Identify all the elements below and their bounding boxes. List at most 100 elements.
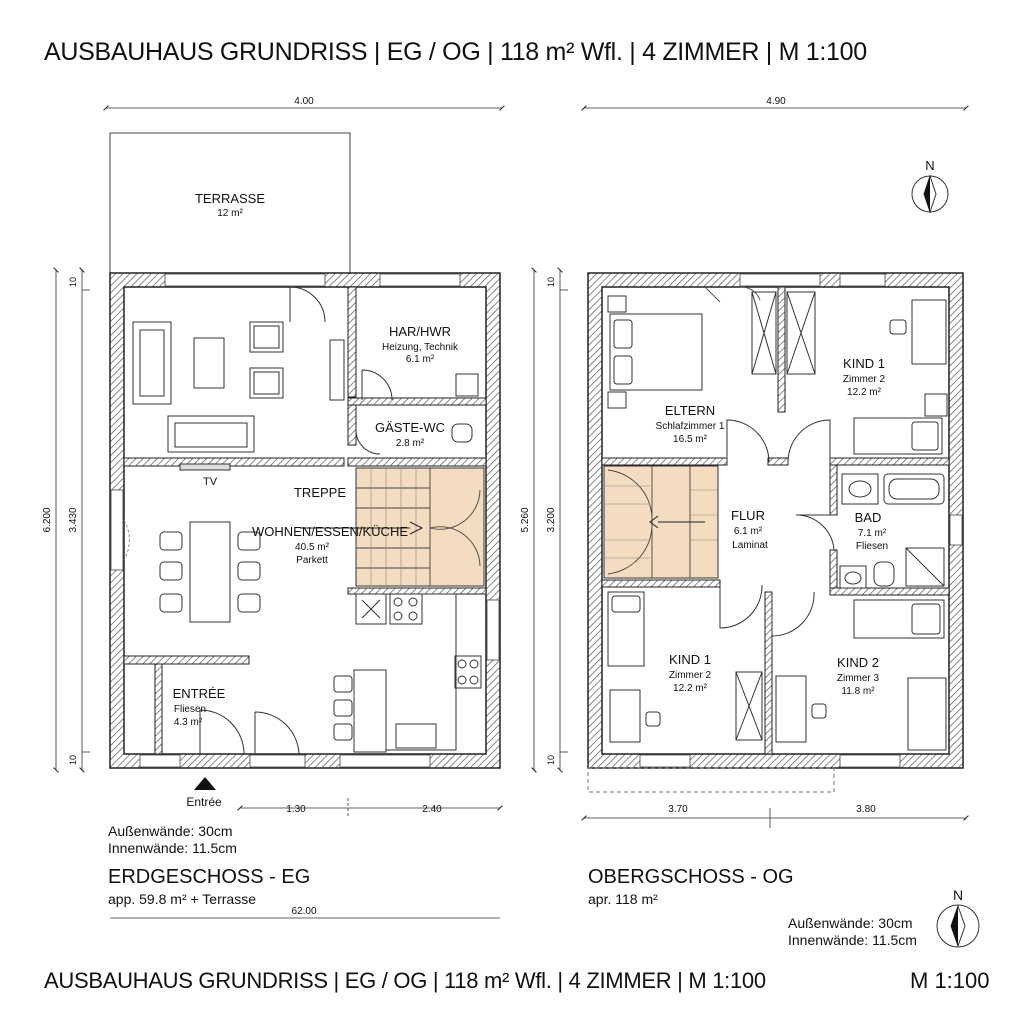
og-notes: Außenwände: 30cm Innenwände: 11.5cm: [788, 915, 917, 949]
footer-scale: M 1:100: [910, 968, 990, 993]
kitchen-counter: [355, 593, 457, 751]
armchair-icon: [249, 367, 284, 399]
door-icon: [787, 419, 831, 463]
dim-left-bottom-small: 10: [68, 755, 78, 765]
window-icon: [139, 754, 181, 768]
window-icon: [639, 754, 691, 768]
door-icon: [254, 711, 300, 755]
eg-floor-sub: app. 59.8 m² + Terrasse: [108, 891, 256, 907]
har-desc: Heizung, Technik: [382, 342, 459, 353]
og-dim-left-bottom-small: 10: [546, 755, 556, 765]
door-icon: [289, 286, 326, 323]
kind1-top-area: 12.2 m²: [847, 387, 882, 398]
kind2-label: KIND 2: [837, 655, 879, 670]
coffee-table-icon: [193, 337, 225, 389]
har-label: HAR/HWR: [389, 324, 451, 339]
tv-label: TV: [203, 476, 218, 488]
og-dim-bottom-b: 3.80: [856, 804, 876, 815]
eg-dimensions: [53, 105, 505, 919]
entree-label: ENTRÉE: [173, 686, 226, 701]
inner-wall: [347, 457, 487, 467]
window-icon: [339, 754, 431, 768]
entree-floor: Fliesen: [174, 704, 206, 715]
eg-note-outer: Außenwände: 30cm: [108, 823, 233, 839]
north-label: N: [925, 158, 934, 173]
inner-wall: [601, 579, 721, 588]
door-icon: [361, 369, 393, 401]
og-dim-left-top-small: 10: [546, 277, 556, 287]
wohnen-floor: Parkett: [296, 555, 328, 566]
technik-unit: [455, 373, 479, 397]
kind1-area: 12.2 m²: [673, 683, 708, 694]
og-note-inner: Innenwände: 11.5cm: [788, 932, 917, 948]
terrasse-area: 12 m²: [217, 208, 243, 219]
entry-label: Entrée: [186, 795, 222, 809]
north-label-2: N: [953, 887, 963, 903]
sofa-icon: [167, 415, 255, 453]
eg-notes: Außenwände: 30cm Innenwände: 11.5cm: [108, 823, 237, 857]
window-icon: [949, 514, 963, 546]
bad-area: 7.1 m²: [858, 528, 887, 539]
door-icon: [704, 286, 761, 303]
sink-icon: [839, 565, 867, 589]
door-icon: [199, 709, 245, 755]
og-dim-bottom-a: 3.70: [668, 804, 688, 815]
north-arrow-icon: N: [936, 887, 980, 948]
kind2-area: 11.8 m²: [841, 686, 875, 697]
toilet-icon: [873, 561, 895, 587]
toilet-icon: [451, 423, 473, 443]
balcony-outline: [587, 767, 835, 793]
window-icon: [739, 273, 821, 287]
bed-icon: [853, 599, 945, 639]
bad-floor: Fliesen: [856, 541, 888, 552]
desk-icon: [775, 675, 827, 743]
inner-wall: [829, 549, 838, 593]
og-dim-left-outer: 5.260: [520, 507, 531, 532]
stair-icon: [603, 465, 719, 579]
dim-bottom-a: 1.30: [286, 804, 306, 815]
eg-outer-wall: [109, 272, 501, 769]
inner-wall: [829, 464, 838, 516]
door-icon: [795, 514, 835, 551]
entree-area: 4.3 m²: [174, 717, 203, 728]
window-icon: [164, 273, 326, 287]
flur-area: 6.1 m²: [734, 526, 763, 537]
wardrobe-icon: [786, 291, 816, 375]
kitchen-island: [353, 669, 387, 753]
inner-wall: [764, 591, 773, 755]
dining-table-icon: [189, 521, 231, 623]
dim-left-outer: 6.200: [42, 507, 53, 532]
bed-icon: [853, 417, 943, 455]
wc-label: GÄSTE-WC: [375, 420, 445, 435]
bed-icon: [607, 591, 645, 667]
chair-icon: [333, 675, 353, 741]
og-floor-title: OBERGSCHOSS - OG: [588, 866, 794, 888]
dim-top: 4.00: [294, 96, 314, 107]
inner-wall: [347, 397, 487, 406]
desk-icon: [889, 299, 948, 417]
kind1-top-label: KIND 1: [843, 356, 885, 371]
chair-icon: [159, 531, 261, 613]
wardrobe-icon: [735, 671, 763, 741]
flur-label: FLUR: [731, 508, 765, 523]
bad-label: BAD: [855, 510, 882, 525]
page-title: AUSBAUHAUS GRUNDRISS | EG / OG | 118 m² …: [44, 38, 867, 66]
stove-icon: [389, 593, 423, 625]
inner-wall: [777, 286, 786, 413]
entry-arrow-icon: [194, 777, 216, 790]
eg-plan: TERRASSE 12 m²: [42, 96, 505, 919]
wohnen-label: WOHNEN/ESSEN/KÜCHE: [252, 524, 408, 539]
og-dim-top: 4.90: [766, 96, 786, 107]
desk-icon: [907, 677, 947, 751]
bathtub-icon: [883, 473, 945, 505]
wohnen-area: 40.5 m²: [295, 542, 330, 553]
entry-door-gap: [249, 754, 306, 768]
flur-floor: Laminat: [732, 540, 768, 551]
inner-wall: [123, 457, 345, 467]
eltern-area: 16.5 m²: [673, 434, 708, 445]
sink-icon: [841, 473, 879, 505]
window-icon: [379, 273, 461, 287]
inner-wall: [829, 457, 950, 466]
og-plan: ELTERN Schlafzimmer 1 16.5 m² KIND 1 Zim…: [520, 96, 969, 828]
